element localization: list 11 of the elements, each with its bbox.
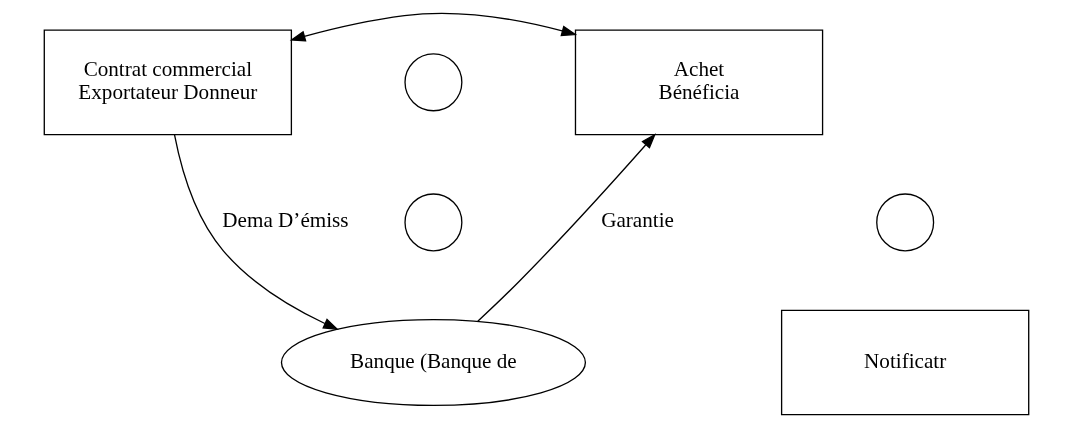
arrow bbox=[173, 134, 339, 330]
node-circle bbox=[875, 193, 934, 252]
node-box: Notificatr bbox=[780, 309, 1029, 416]
node-circle bbox=[403, 53, 462, 112]
edge-label: Dema D’émiss bbox=[221, 208, 349, 233]
arrow bbox=[476, 133, 656, 322]
node-box: Achet Bénéficia bbox=[574, 29, 823, 136]
edge-label: Garantie bbox=[600, 208, 674, 233]
node-circle bbox=[403, 193, 462, 252]
arrow bbox=[289, 12, 577, 42]
node-box: Contrat commercial Exportateur Donneur bbox=[43, 29, 292, 136]
